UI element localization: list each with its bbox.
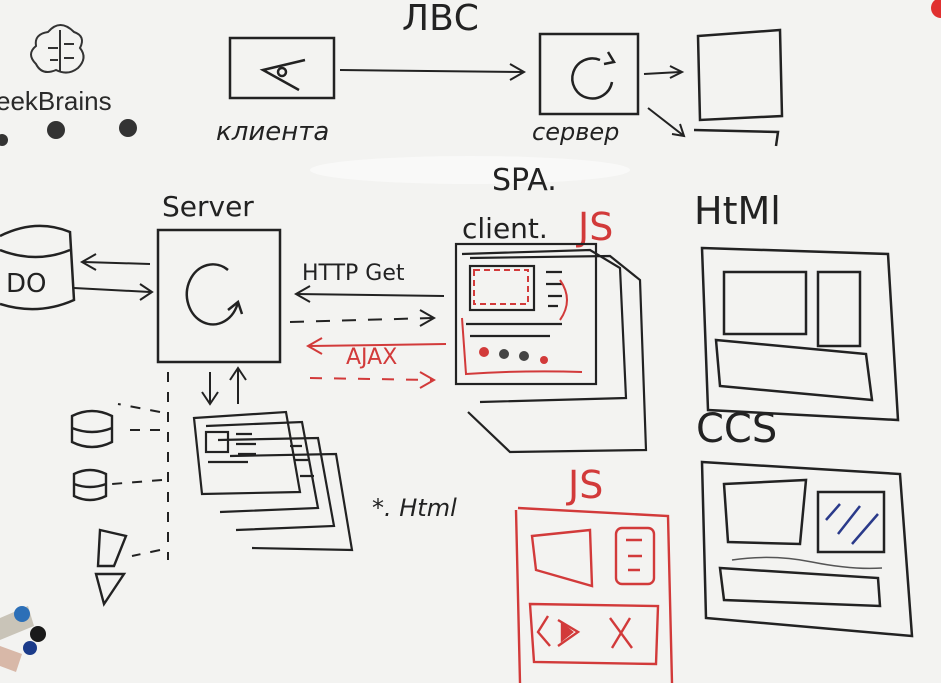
database-icon: [0, 224, 76, 311]
ajax-arrows: [305, 337, 447, 389]
css-heading: CCS: [696, 406, 777, 452]
server-caption-ru: сервер: [532, 118, 619, 146]
lan-server-arrows: [643, 65, 686, 138]
html-page-stack: [192, 410, 354, 552]
marker-dot: [0, 134, 8, 146]
http-get-label: HTTP Get: [302, 261, 405, 286]
brain-icon: [30, 24, 85, 74]
spa-browser-windows: [454, 242, 648, 454]
client-to-server-arrow: [339, 63, 527, 81]
http-get-arrow: [289, 285, 445, 327]
dashed-db-links: [111, 372, 169, 560]
html-pages-label: *. Html: [372, 494, 457, 522]
ajax-label: AJAX: [346, 345, 397, 370]
geekbrains-logo: eekBrains: [0, 24, 137, 146]
js-wireframe: [514, 506, 674, 683]
html-heading: HtMl: [694, 189, 781, 233]
client-prefix: client.: [462, 212, 548, 245]
server-box: [156, 228, 282, 364]
top-title: ЛВС: [402, 0, 479, 39]
marker-dot: [47, 121, 65, 139]
html-wireframe: [700, 246, 900, 422]
db-server-arrows: [73, 253, 154, 301]
spa-dots: [479, 347, 548, 364]
storage-box: [693, 28, 784, 147]
spa-label: SPA.: [492, 163, 557, 198]
camera-indicator: [931, 0, 941, 18]
client-js-label: JS: [576, 205, 613, 249]
server-page-arrows: [201, 366, 247, 406]
db-label: DO: [6, 269, 47, 299]
marker-dot: [119, 119, 137, 137]
css-wireframe: [700, 460, 914, 638]
js-heading: JS: [566, 463, 603, 507]
logo-text: eekBrains: [0, 86, 112, 116]
client-caption: клиента: [216, 117, 329, 147]
small-db-icons: [70, 409, 128, 607]
lan-server-box: [538, 32, 640, 116]
spa-red-annotations: [461, 269, 583, 376]
marker-pens: [0, 606, 46, 672]
client-box: [228, 36, 336, 100]
server-label: Server: [162, 190, 254, 223]
